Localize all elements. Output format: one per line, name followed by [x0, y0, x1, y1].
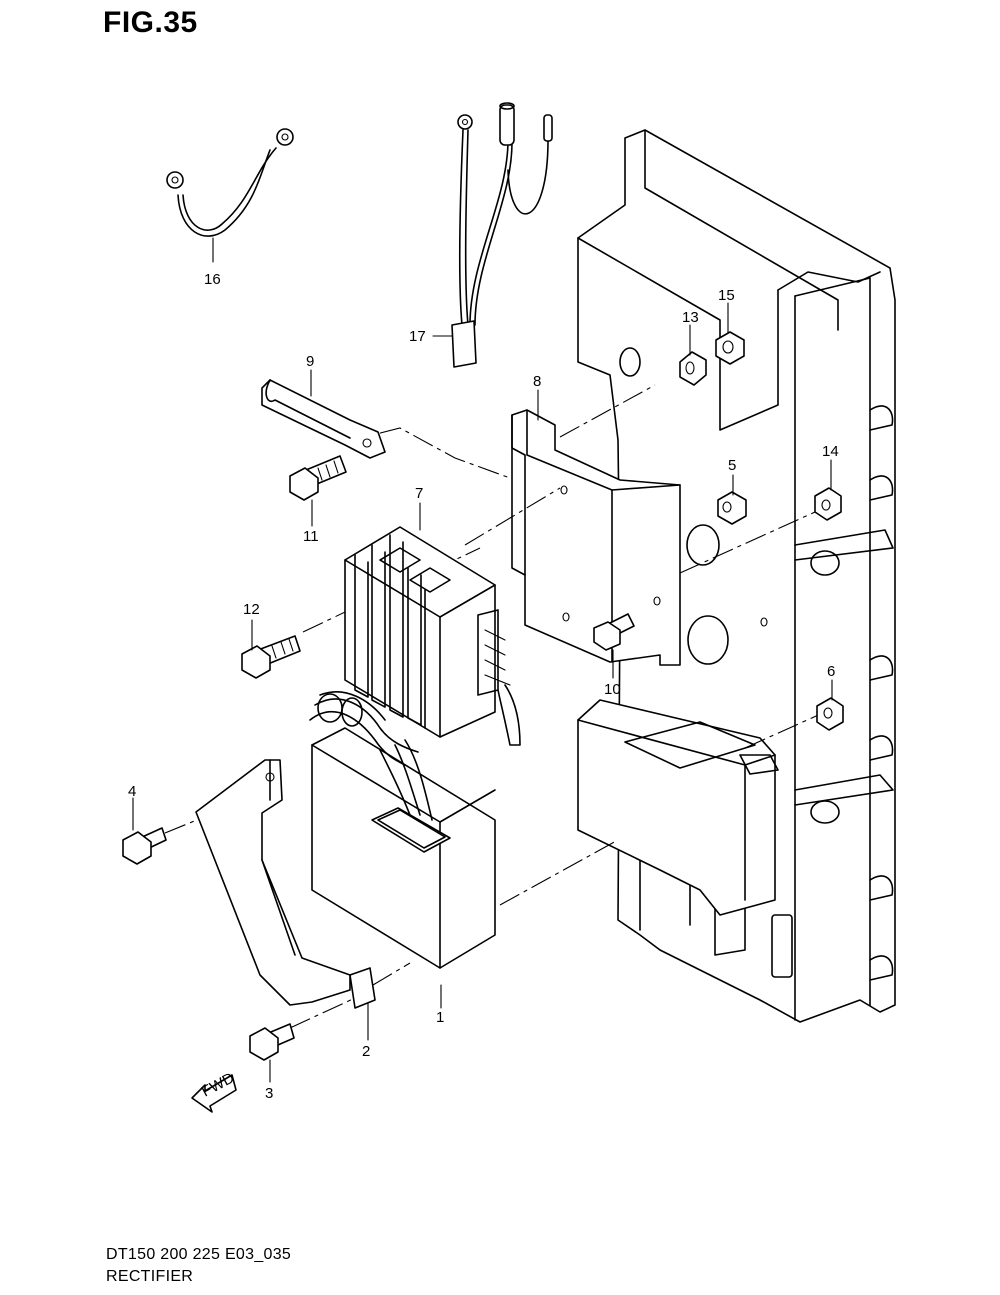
- callout-6: 6: [827, 663, 835, 680]
- figure-name: RECTIFIER: [106, 1268, 194, 1285]
- ground-strap: [261, 379, 386, 459]
- callout-3: 3: [265, 1085, 273, 1102]
- nut-13: [679, 351, 707, 386]
- callout-13: 13: [682, 309, 699, 326]
- nut-6: [816, 697, 844, 731]
- callout-16: 16: [204, 271, 221, 288]
- bolt-11: [289, 455, 347, 501]
- bolt-12: [241, 635, 301, 679]
- callout-leaders: [132, 302, 833, 1083]
- callout-4: 4: [128, 783, 136, 800]
- lower-housing: [577, 699, 779, 916]
- bolt-3: [249, 1023, 295, 1061]
- callout-15: 15: [718, 287, 735, 304]
- unit-bracket: [195, 759, 376, 1009]
- callout-10: 10: [604, 681, 621, 698]
- callout-5: 5: [728, 457, 736, 474]
- bolt-10: [593, 613, 635, 651]
- callout-17: 17: [409, 328, 426, 345]
- rectifier-mounting-plate: [511, 409, 768, 666]
- rectifier: [344, 526, 521, 746]
- callout-8: 8: [533, 373, 541, 390]
- callout-1: 1: [436, 1009, 444, 1026]
- nut-14: [814, 487, 842, 521]
- callout-11: 11: [303, 528, 319, 545]
- callout-numbers: 1 2 3 4 5 6 7 8 9 10 11 12 13 14 15 16 1…: [128, 271, 839, 1102]
- nut-5: [717, 491, 747, 525]
- forward-arrow-icon: FWD: [191, 1069, 237, 1113]
- callout-12: 12: [243, 601, 260, 618]
- sub-harness: [432, 102, 553, 368]
- callout-7: 7: [415, 485, 423, 502]
- nut-15: [715, 331, 745, 365]
- bolt-4: [122, 827, 167, 865]
- figure-title: FIG.35: [103, 6, 198, 39]
- ground-lead: [166, 128, 294, 263]
- control-unit: [309, 691, 496, 969]
- callout-9: 9: [306, 353, 314, 370]
- callout-14: 14: [822, 443, 839, 460]
- model-code: DT150 200 225 E03_035: [106, 1246, 292, 1263]
- callout-2: 2: [362, 1043, 370, 1060]
